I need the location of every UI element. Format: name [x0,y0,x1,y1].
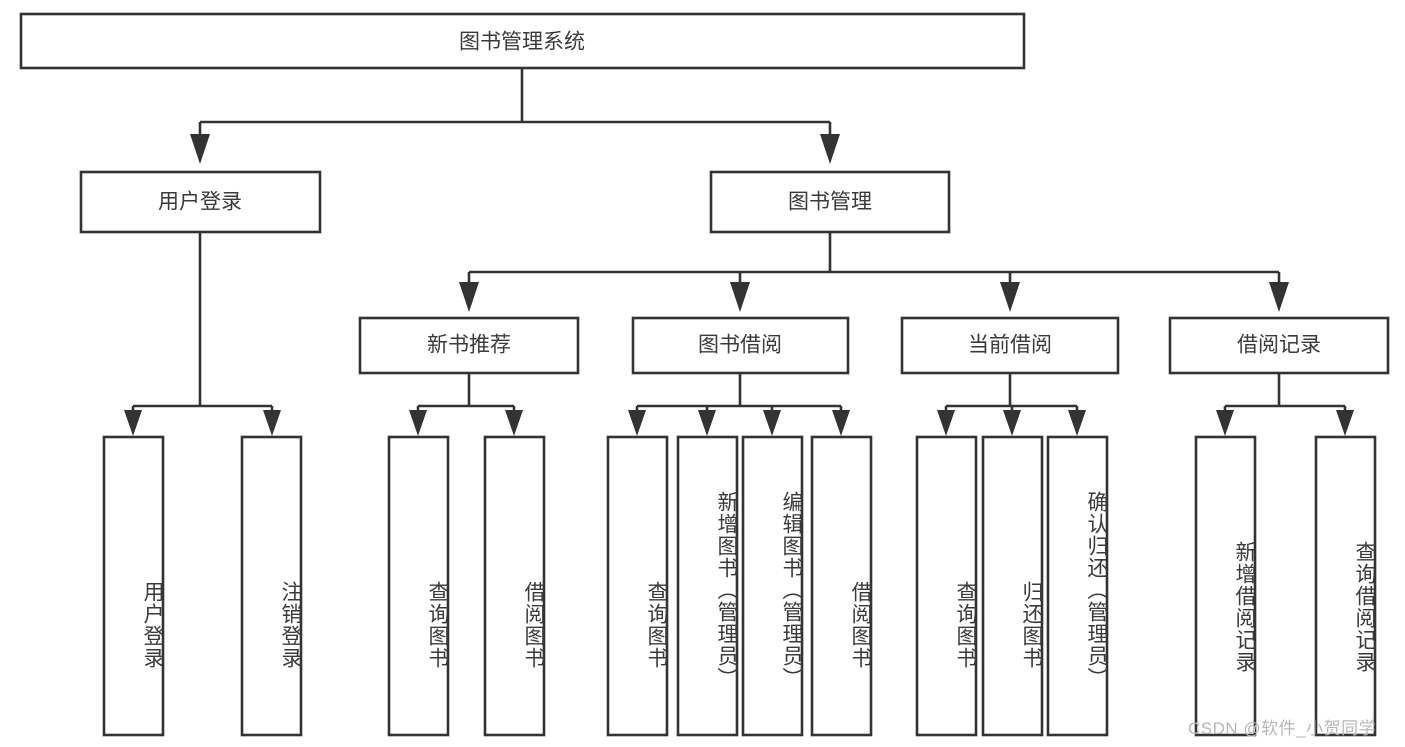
node-current[interactable] [900,316,1120,375]
node-root-label: 图书管理系统 [459,31,585,54]
node-leaf-2[interactable] [240,435,303,737]
arrow-records-to-leaf13 [1336,410,1354,436]
arrow-current-to-leaf9 [937,410,955,436]
arrow-current-to-leaf11 [1068,410,1086,436]
node-records-label: 借阅记录 [1237,334,1321,357]
node-leaf-8[interactable] [810,435,873,737]
node-records[interactable] [1168,316,1390,375]
node-leaf-6[interactable] [676,435,739,737]
node-leaf-7[interactable] [741,435,804,737]
node-leaf-1[interactable] [102,435,165,737]
arrow-borrow-to-leaf5 [628,410,646,436]
node-borrow[interactable] [631,316,850,375]
csdn-watermark: CSDN @软件_小贺同学 [1188,719,1377,738]
node-leaf-11[interactable] [1046,435,1109,737]
arrow-newbook-to-leaf4 [505,410,523,436]
arrow-bookmgmt-to-records [1269,282,1289,312]
arrow-borrow-to-leaf7 [763,410,781,436]
node-bookmgmt[interactable] [709,170,951,234]
node-leaf-5[interactable] [606,435,669,737]
arrow-login-to-leaf1 [124,410,142,436]
arrow-bookmgmt-to-borrow [730,282,750,312]
arrow-login-to-leaf2 [263,410,281,436]
arrow-borrow-to-leaf8 [832,410,850,436]
node-leaf-9[interactable] [915,435,978,737]
arrow-records-to-leaf12 [1216,410,1234,436]
node-leaf-12[interactable] [1194,435,1257,737]
arrow-newbook-to-leaf3 [409,410,427,436]
node-newbook-label: 新书推荐 [427,334,511,357]
node-bookmgmt-label: 图书管理 [788,191,872,214]
arrow-bookmgmt-to-newbook [459,282,479,312]
node-leaf-4[interactable] [483,435,546,737]
node-leaf-10[interactable] [981,435,1044,737]
arrow-borrow-to-leaf6 [698,410,716,436]
arrow-root-to-login [190,134,210,164]
node-login-label: 用户登录 [158,191,242,214]
arrow-root-to-bookmgmt [820,134,840,164]
node-borrow-label: 图书借阅 [698,334,782,357]
node-leaf-13[interactable] [1314,435,1377,737]
node-current-label: 当前借阅 [968,334,1052,357]
arrow-bookmgmt-to-current [1000,282,1020,312]
node-newbook[interactable] [358,316,580,375]
node-leaf-3[interactable] [387,435,450,737]
arrow-current-to-leaf10 [1003,410,1021,436]
node-root[interactable] [19,12,1026,70]
